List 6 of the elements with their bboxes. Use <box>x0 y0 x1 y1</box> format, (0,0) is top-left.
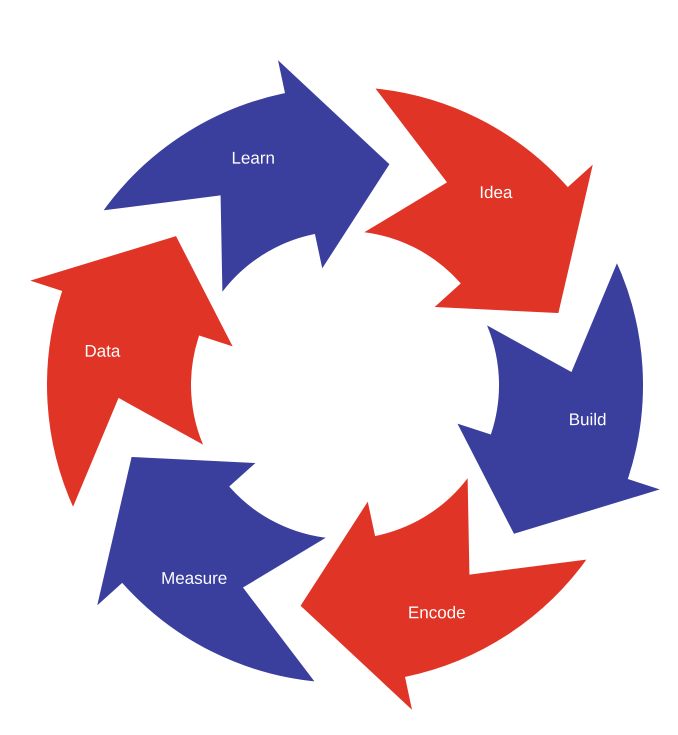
arrow-segment: Build <box>451 256 668 538</box>
arrow-segment: Idea <box>356 84 598 318</box>
arrow-segment: Learn <box>97 52 394 300</box>
arrow-segment: Measure <box>92 452 334 686</box>
arrow-segment: Data <box>22 232 239 514</box>
arrow-segment: Encode <box>296 470 593 718</box>
